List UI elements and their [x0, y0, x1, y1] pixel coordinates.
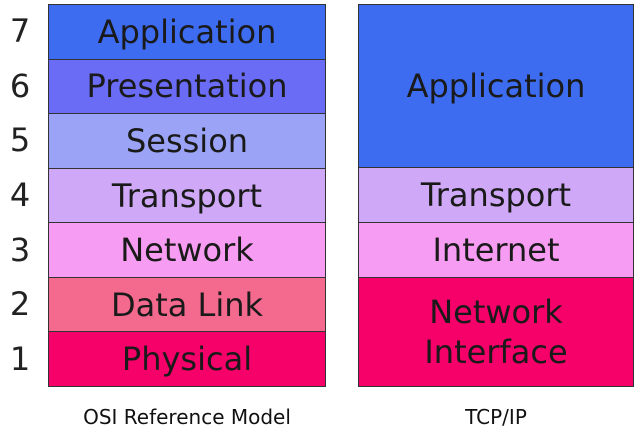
tcpip-layer-application: Application	[359, 5, 633, 168]
osi-layer-physical: Physical	[49, 332, 325, 387]
osi-layer-label: Data Link	[110, 285, 264, 324]
tcpip-layer-transport: Transport	[359, 168, 633, 223]
osi-layer-label: Network	[120, 231, 254, 270]
osi-layer-label: Physical	[121, 340, 253, 379]
layer-number-6: 6	[9, 67, 31, 105]
osi-layer-label: Presentation	[86, 67, 288, 106]
osi-layer-data-link: Data Link	[49, 277, 325, 333]
tcpip-model-stack: Application Transport Internet Network I…	[358, 4, 634, 387]
tcpip-layer-network-interface: Network Interface	[359, 278, 633, 386]
osi-layer-transport: Transport	[49, 168, 325, 224]
osi-layer-presentation: Presentation	[49, 59, 325, 115]
tcpip-layer-label: Application	[406, 67, 586, 105]
osi-layer-label: Application	[97, 12, 277, 51]
layer-number-1: 1	[9, 340, 31, 378]
layer-number-4: 4	[9, 176, 31, 214]
osi-caption: OSI Reference Model	[83, 405, 291, 429]
tcpip-caption: TCP/IP	[465, 405, 527, 429]
tcpip-layer-label: Transport	[420, 176, 572, 214]
osi-layer-label: Session	[125, 121, 249, 160]
tcpip-layer-label-line2: Interface	[424, 333, 568, 371]
layer-number-7: 7	[9, 12, 31, 50]
tcpip-layer-internet: Internet	[359, 223, 633, 278]
layer-number-2: 2	[9, 285, 31, 323]
tcpip-layer-label-line1: Network	[429, 293, 563, 331]
tcpip-layer-label: Internet	[432, 231, 560, 269]
osi-layer-network: Network	[49, 223, 325, 278]
osi-layer-application: Application	[49, 5, 325, 60]
osi-layer-label: Transport	[111, 176, 263, 215]
layer-number-5: 5	[9, 121, 31, 159]
osi-layer-session: Session	[49, 114, 325, 169]
osi-model-stack: Application Presentation Session Transpo…	[48, 4, 326, 387]
layer-number-3: 3	[9, 231, 31, 269]
